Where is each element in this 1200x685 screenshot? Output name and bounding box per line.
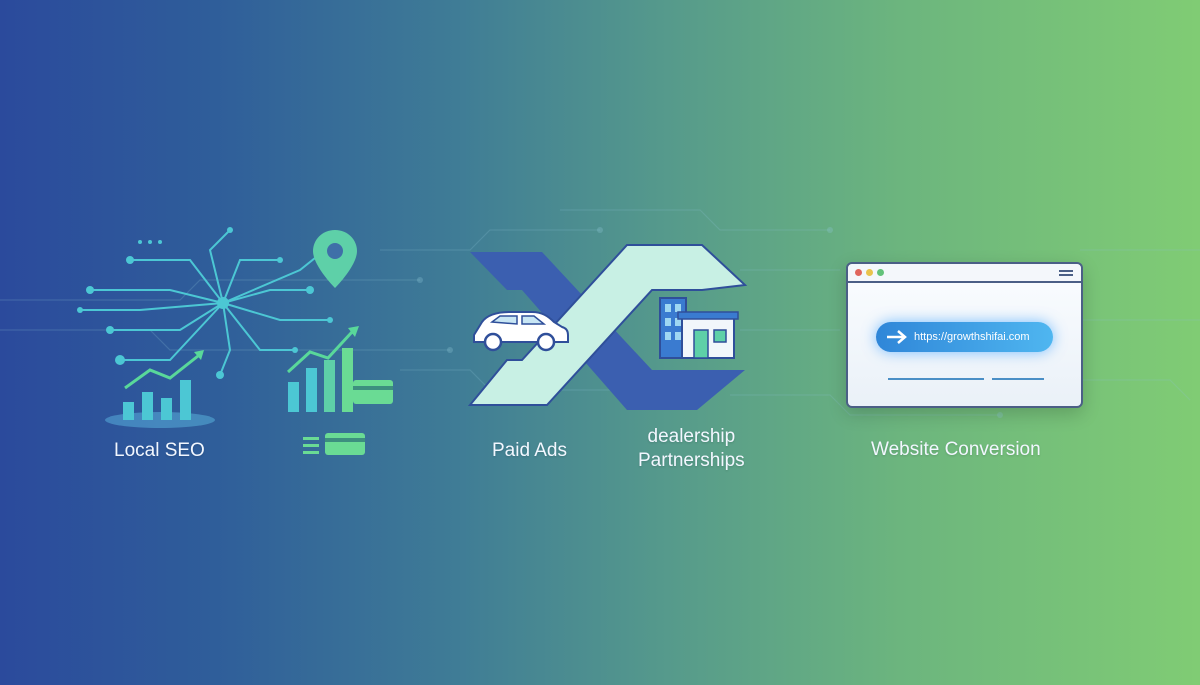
bar-chart-growth-icon bbox=[286, 326, 359, 412]
dealership-line-2: Partnerships bbox=[638, 450, 745, 471]
building-icon bbox=[659, 297, 739, 359]
bar-chart-growth-icon bbox=[105, 350, 215, 428]
minimize-dot-icon bbox=[866, 269, 873, 276]
paid-ads-label: Paid Ads bbox=[492, 440, 567, 461]
local-seo-label: Local SEO bbox=[114, 440, 205, 461]
car-icon bbox=[473, 311, 569, 352]
browser-title-bar bbox=[848, 264, 1081, 283]
content-line bbox=[992, 378, 1044, 380]
credit-card-icon bbox=[303, 433, 365, 455]
close-dot-icon bbox=[855, 269, 862, 276]
website-conversion-label: Website Conversion bbox=[871, 439, 1041, 460]
dealership-partnerships-label: dealership Partnerships bbox=[638, 425, 745, 473]
maximize-dot-icon bbox=[877, 269, 884, 276]
url-bar: https://growthshifai.com bbox=[876, 322, 1053, 352]
circuit-network-icon bbox=[80, 229, 330, 376]
arrow-right-icon bbox=[887, 330, 907, 344]
dealership-line-1: dealership bbox=[647, 426, 736, 447]
local-seo-illustration bbox=[77, 227, 393, 455]
location-pin-icon bbox=[313, 230, 357, 288]
credit-card-icon bbox=[353, 380, 393, 404]
content-line bbox=[888, 378, 984, 380]
url-text: https://growthshifai.com bbox=[914, 331, 1030, 343]
swap-arrows-icon bbox=[467, 244, 748, 410]
menu-icon bbox=[1059, 270, 1073, 276]
browser-window-icon: https://growthshifai.com bbox=[846, 262, 1083, 408]
